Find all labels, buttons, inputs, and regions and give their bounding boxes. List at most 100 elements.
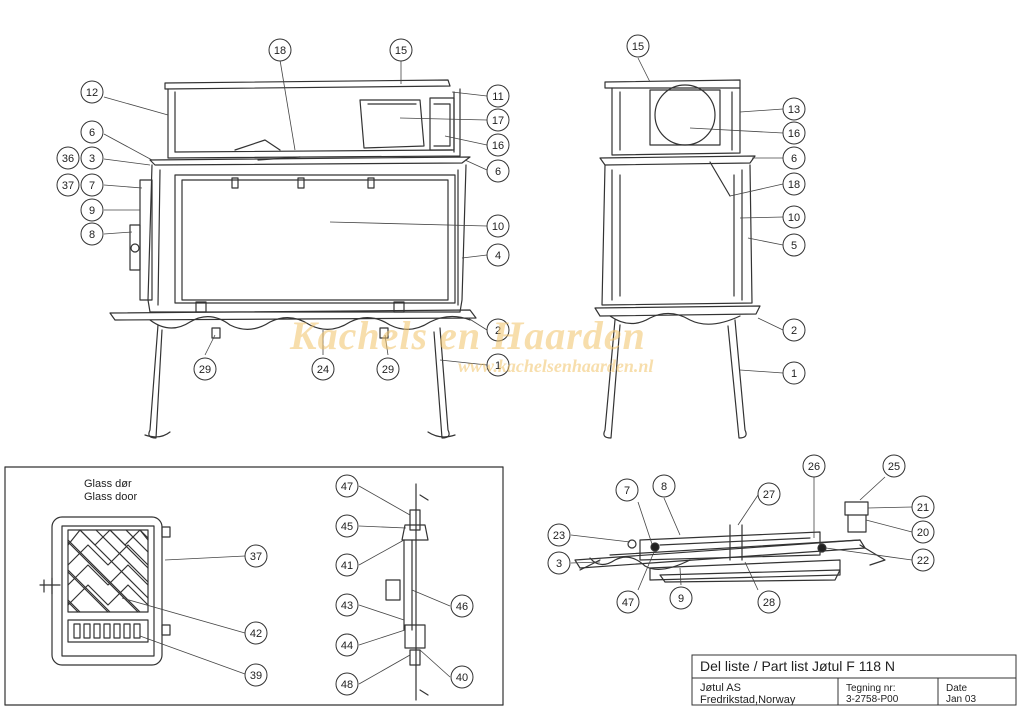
callout-bot-26: 26: [802, 454, 826, 478]
callout-front-1: 1: [486, 353, 510, 377]
callout-number: 21: [917, 502, 929, 514]
callout-front-7: 7: [80, 173, 104, 197]
callout-number: 15: [632, 41, 644, 53]
callout-circle: [911, 495, 935, 519]
callout-circle: [335, 593, 359, 617]
callout-number: 48: [341, 679, 353, 691]
callout-circle: [80, 173, 104, 197]
callout-sec-46: 46: [450, 594, 474, 618]
callout-front-10: 10: [486, 214, 510, 238]
callout-front-6b: 6: [486, 159, 510, 183]
callout-door-42: 42: [244, 621, 268, 645]
callout-circle: [311, 357, 335, 381]
callout-circle: [244, 663, 268, 687]
callout-bot-8: 8: [652, 474, 676, 498]
title-block-date: Date Jan 03: [946, 683, 976, 705]
callout-number: 22: [917, 555, 929, 567]
callout-side-13: 13: [782, 97, 806, 121]
callout-number: 8: [661, 481, 667, 493]
callout-circle: [450, 665, 474, 689]
date-label: Date: [946, 683, 968, 694]
callout-circle: [193, 357, 217, 381]
callout-sec-45: 45: [335, 514, 359, 538]
callout-door-37: 37: [244, 544, 268, 568]
door-section-drawing: [385, 483, 429, 701]
callout-number: 12: [86, 87, 98, 99]
callout-number: 9: [678, 593, 684, 605]
callout-number: 20: [917, 527, 929, 539]
callout-number: 11: [492, 91, 503, 103]
drawing-number-label: Tegning nr:: [846, 683, 896, 694]
callout-circle: [802, 454, 826, 478]
callout-number: 43: [341, 600, 353, 612]
callout-circle: [782, 318, 806, 342]
callout-circle: [782, 172, 806, 196]
callout-side-2: 2: [782, 318, 806, 342]
callout-circle: [244, 544, 268, 568]
callout-number: 27: [763, 489, 775, 501]
callout-number: 47: [622, 597, 634, 609]
callout-circle: [486, 84, 510, 108]
company-location: Fredrikstad,Norway: [700, 694, 796, 706]
callout-number: 8: [89, 229, 95, 241]
callout-front-17: 17: [486, 108, 510, 132]
callout-number: 41: [341, 560, 353, 572]
callout-circle: [652, 474, 676, 498]
glass-door-label-en: Glass door: [84, 491, 138, 503]
callout-number: 36: [62, 153, 74, 165]
company-name: Jøtul AS: [700, 682, 741, 694]
front-view-drawing: [109, 79, 477, 439]
callout-circle: [757, 482, 781, 506]
callout-circle: [547, 523, 571, 547]
callout-number: 4: [495, 250, 501, 262]
callout-circle: [335, 672, 359, 696]
callout-front-37: 37: [56, 173, 80, 197]
callout-bot-9: 9: [669, 586, 693, 610]
callout-circle: [80, 198, 104, 222]
callout-number: 44: [341, 640, 353, 652]
callout-number: 7: [624, 485, 630, 497]
side-view-drawing: [594, 79, 761, 439]
callout-bot-3: 3: [547, 551, 571, 575]
callout-circle: [80, 222, 104, 246]
callout-front-24: 24: [311, 357, 335, 381]
callout-number: 7: [89, 180, 95, 192]
callout-circle: [56, 173, 80, 197]
callout-circle: [80, 146, 104, 170]
callout-number: 29: [382, 364, 394, 376]
callout-sec-41: 41: [335, 553, 359, 577]
callout-front-3: 3: [80, 146, 104, 170]
callout-number: 6: [89, 127, 95, 139]
callout-circle: [911, 548, 935, 572]
callout-number: 16: [492, 140, 504, 152]
callout-number: 23: [553, 530, 565, 542]
callout-circle: [626, 34, 650, 58]
callout-front-4: 4: [486, 243, 510, 267]
glass-door-label-no: Glass dør: [84, 478, 132, 490]
callout-circle: [486, 318, 510, 342]
callout-circle: [335, 633, 359, 657]
glass-door-drawing: [39, 516, 171, 666]
callout-bot-21: 21: [911, 495, 935, 519]
callout-front-9: 9: [80, 198, 104, 222]
callout-bot-7: 7: [615, 478, 639, 502]
callout-circle: [80, 80, 104, 104]
callout-circle: [616, 590, 640, 614]
callout-circle: [882, 454, 906, 478]
callout-number: 10: [788, 212, 800, 224]
callout-circle: [782, 361, 806, 385]
callout-number: 37: [250, 551, 262, 563]
callout-sec-47: 47: [335, 474, 359, 498]
bottom-section-drawing: [574, 501, 886, 583]
callout-number: 46: [456, 601, 468, 613]
callout-number: 29: [199, 364, 211, 376]
callout-circle: [80, 120, 104, 144]
callout-circle: [335, 514, 359, 538]
callout-side-16: 16: [782, 121, 806, 145]
callout-bot-28: 28: [757, 590, 781, 614]
callout-number: 2: [495, 325, 501, 337]
title-block-title: Del liste / Part list Jøtul F 118 N: [700, 658, 896, 674]
callout-number: 10: [492, 221, 504, 233]
callout-circle: [615, 478, 639, 502]
